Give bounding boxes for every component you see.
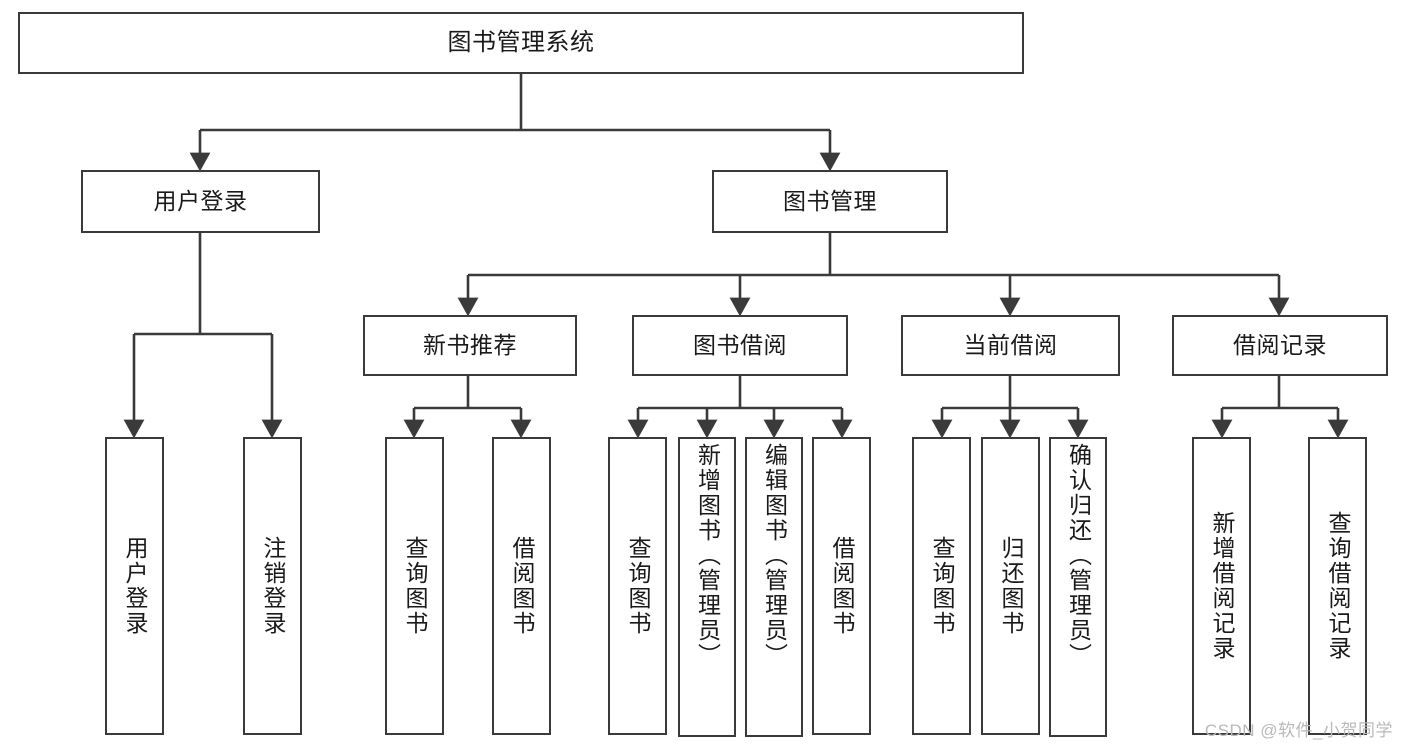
node-leaf-borrow-book-2-label: 借阅图书 <box>829 536 855 636</box>
node-leaf-add-book[interactable]: 新增图书（管理员） <box>678 437 736 737</box>
node-leaf-add-book-label: 新增图书（管理员） <box>694 443 721 668</box>
node-current-borrow-label: 当前借阅 <box>963 332 1058 359</box>
node-leaf-query-book-1[interactable]: 查询图书 <box>385 437 444 735</box>
node-leaf-logout-login[interactable]: 注销登录 <box>243 437 302 735</box>
node-leaf-confirm-return-label: 确认归还（管理员） <box>1065 443 1092 668</box>
node-book-manage-label: 图书管理 <box>783 188 877 215</box>
node-leaf-user-login[interactable]: 用户登录 <box>105 437 164 735</box>
node-leaf-query-book-3[interactable]: 查询图书 <box>912 437 971 735</box>
node-leaf-edit-book-label: 编辑图书（管理员） <box>761 443 788 668</box>
node-book-borrow[interactable]: 图书借阅 <box>632 315 848 376</box>
node-user-login[interactable]: 用户登录 <box>81 170 320 233</box>
node-new-book-rec-label: 新书推荐 <box>423 332 517 359</box>
node-leaf-query-book-1-label: 查询图书 <box>402 536 428 636</box>
node-borrow-record[interactable]: 借阅记录 <box>1172 315 1388 376</box>
node-leaf-return-book-label: 归还图书 <box>998 536 1024 636</box>
node-leaf-borrow-book-1[interactable]: 借阅图书 <box>492 437 551 735</box>
node-book-manage[interactable]: 图书管理 <box>712 170 948 233</box>
node-root[interactable]: 图书管理系统 <box>18 12 1024 74</box>
node-root-label: 图书管理系统 <box>447 29 595 57</box>
node-leaf-add-record[interactable]: 新增借阅记录 <box>1192 437 1251 735</box>
node-book-borrow-label: 图书借阅 <box>693 332 787 359</box>
node-leaf-borrow-book-1-label: 借阅图书 <box>509 536 535 636</box>
node-leaf-user-login-label: 用户登录 <box>122 536 148 636</box>
node-leaf-query-book-2-label: 查询图书 <box>625 536 651 636</box>
node-leaf-query-record-label: 查询借阅记录 <box>1325 511 1351 661</box>
node-leaf-return-book[interactable]: 归还图书 <box>981 437 1040 735</box>
node-leaf-query-book-2[interactable]: 查询图书 <box>608 437 667 735</box>
node-leaf-query-book-3-label: 查询图书 <box>929 536 955 636</box>
node-leaf-borrow-book-2[interactable]: 借阅图书 <box>812 437 871 735</box>
node-new-book-rec[interactable]: 新书推荐 <box>363 315 577 376</box>
node-leaf-edit-book[interactable]: 编辑图书（管理员） <box>745 437 803 737</box>
watermark: CSDN @软件_小贺同学 <box>1204 721 1393 740</box>
node-user-login-label: 用户登录 <box>153 188 248 215</box>
node-leaf-add-record-label: 新增借阅记录 <box>1209 511 1235 661</box>
node-leaf-confirm-return[interactable]: 确认归还（管理员） <box>1049 437 1107 737</box>
node-borrow-record-label: 借阅记录 <box>1233 332 1327 359</box>
node-leaf-logout-login-label: 注销登录 <box>260 536 286 636</box>
node-leaf-query-record[interactable]: 查询借阅记录 <box>1308 437 1367 735</box>
node-current-borrow[interactable]: 当前借阅 <box>901 315 1120 376</box>
